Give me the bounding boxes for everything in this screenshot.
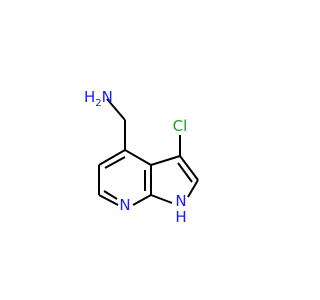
amine-subscript: 2 [95, 98, 101, 109]
bond-n7-c6-inner [103, 190, 118, 200]
amine-n: N [102, 88, 113, 106]
bond-c5-c4 [98, 149, 126, 166]
bond-c5-c4-inner [104, 156, 126, 169]
amine-h: H [84, 88, 95, 106]
bond-c2-n1 [187, 179, 199, 198]
pyrrole-n-label: N [175, 192, 186, 210]
bond-c4-c3a [124, 149, 152, 166]
bond-c3a-c3 [150, 155, 181, 166]
bond-c3-c2 [179, 155, 199, 181]
bond-c7a-n7 [132, 194, 152, 206]
pyridine-n-label: N [119, 196, 130, 214]
amine-label: H2N [84, 88, 113, 109]
bond-ch2-n [106, 98, 126, 121]
bond-n7-c6 [98, 194, 119, 206]
chloro-label: Cl [173, 117, 188, 135]
molecule-structure: H2N Cl N N H [84, 88, 199, 226]
pyrrole-h-label: H [175, 208, 186, 226]
bond-c3-c2-inner [177, 162, 193, 183]
bond-n1-c7a [150, 194, 173, 204]
